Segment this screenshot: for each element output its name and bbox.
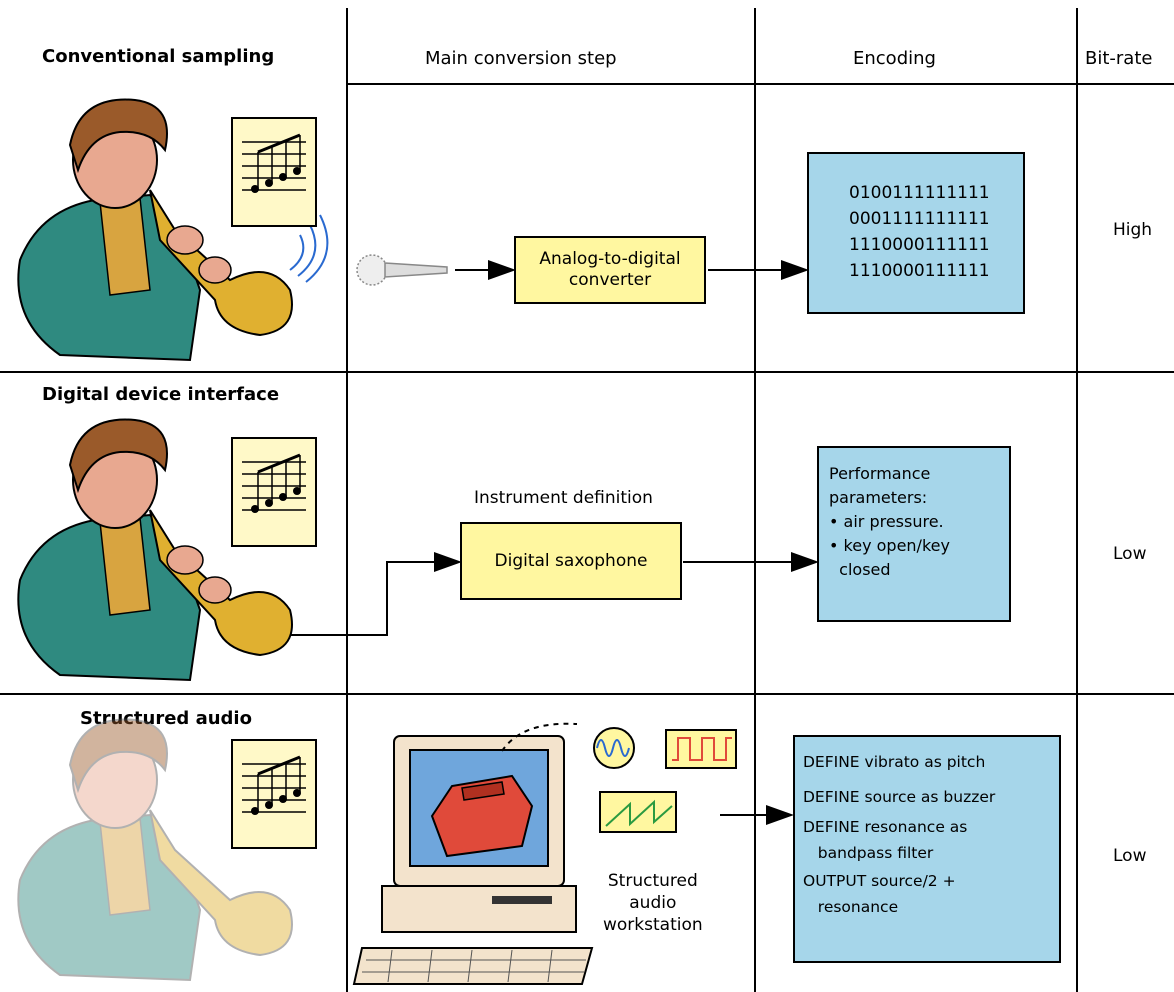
structured-code-box: DEFINE vibrato as pitch DEFINE source as… (793, 735, 1061, 963)
analog-to-digital-converter-box: Analog-to-digital converter (514, 236, 706, 304)
code-line: DEFINE vibrato as pitch (803, 753, 986, 771)
bitrate-digital: Low (1113, 544, 1147, 564)
column-header-bitrate: Bit-rate (1085, 48, 1153, 69)
computer-workstation-icon (352, 722, 594, 985)
row-title-conventional: Conventional sampling (42, 46, 275, 67)
column-header-main-step: Main conversion step (425, 48, 617, 69)
param-line: • key open/key (829, 536, 950, 555)
column-header-encoding: Encoding (853, 48, 936, 69)
saxophonist-illustration-1 (17, 98, 329, 362)
bitrate-structured: Low (1113, 846, 1147, 866)
code-line: OUTPUT source/2 + (803, 872, 956, 890)
row-title-digital: Digital device interface (42, 384, 280, 405)
bit-line: 0001111111111 (849, 209, 990, 229)
saxophonist-illustration-2 (17, 418, 317, 682)
param-line: • air pressure. (829, 512, 944, 531)
binary-encoding-box: 0100111111111 0001111111111 111000011111… (807, 152, 1025, 314)
workstation-caption-line: audio (629, 893, 677, 913)
waveform-icons (593, 727, 737, 833)
code-line: DEFINE source as buzzer (803, 788, 996, 806)
microphone-icon (356, 254, 448, 286)
instrument-definition-caption: Instrument definition (474, 488, 653, 508)
bit-line: 0100111111111 (849, 183, 990, 203)
row-title-structured: Structured audio (80, 708, 252, 729)
param-line: Performance (829, 464, 931, 483)
digital-saxophone-box: Digital saxophone (460, 522, 682, 600)
bit-line: 1110000111111 (849, 261, 990, 281)
bit-line: 1110000111111 (849, 235, 990, 255)
saxophonist-illustration-faded (17, 718, 317, 982)
code-line: DEFINE resonance as (803, 818, 968, 836)
param-line: closed (829, 560, 891, 579)
performance-parameters-box: Performance parameters: • air pressure. … (817, 446, 1011, 622)
param-line: parameters: (829, 488, 928, 507)
bitrate-conventional: High (1113, 220, 1153, 240)
code-line: bandpass filter (803, 844, 934, 862)
workstation-caption-line: Structured (607, 871, 698, 891)
code-line: resonance (803, 898, 899, 916)
workstation-caption: Structured audio workstation (603, 870, 703, 936)
workstation-caption-line: workstation (603, 915, 703, 935)
